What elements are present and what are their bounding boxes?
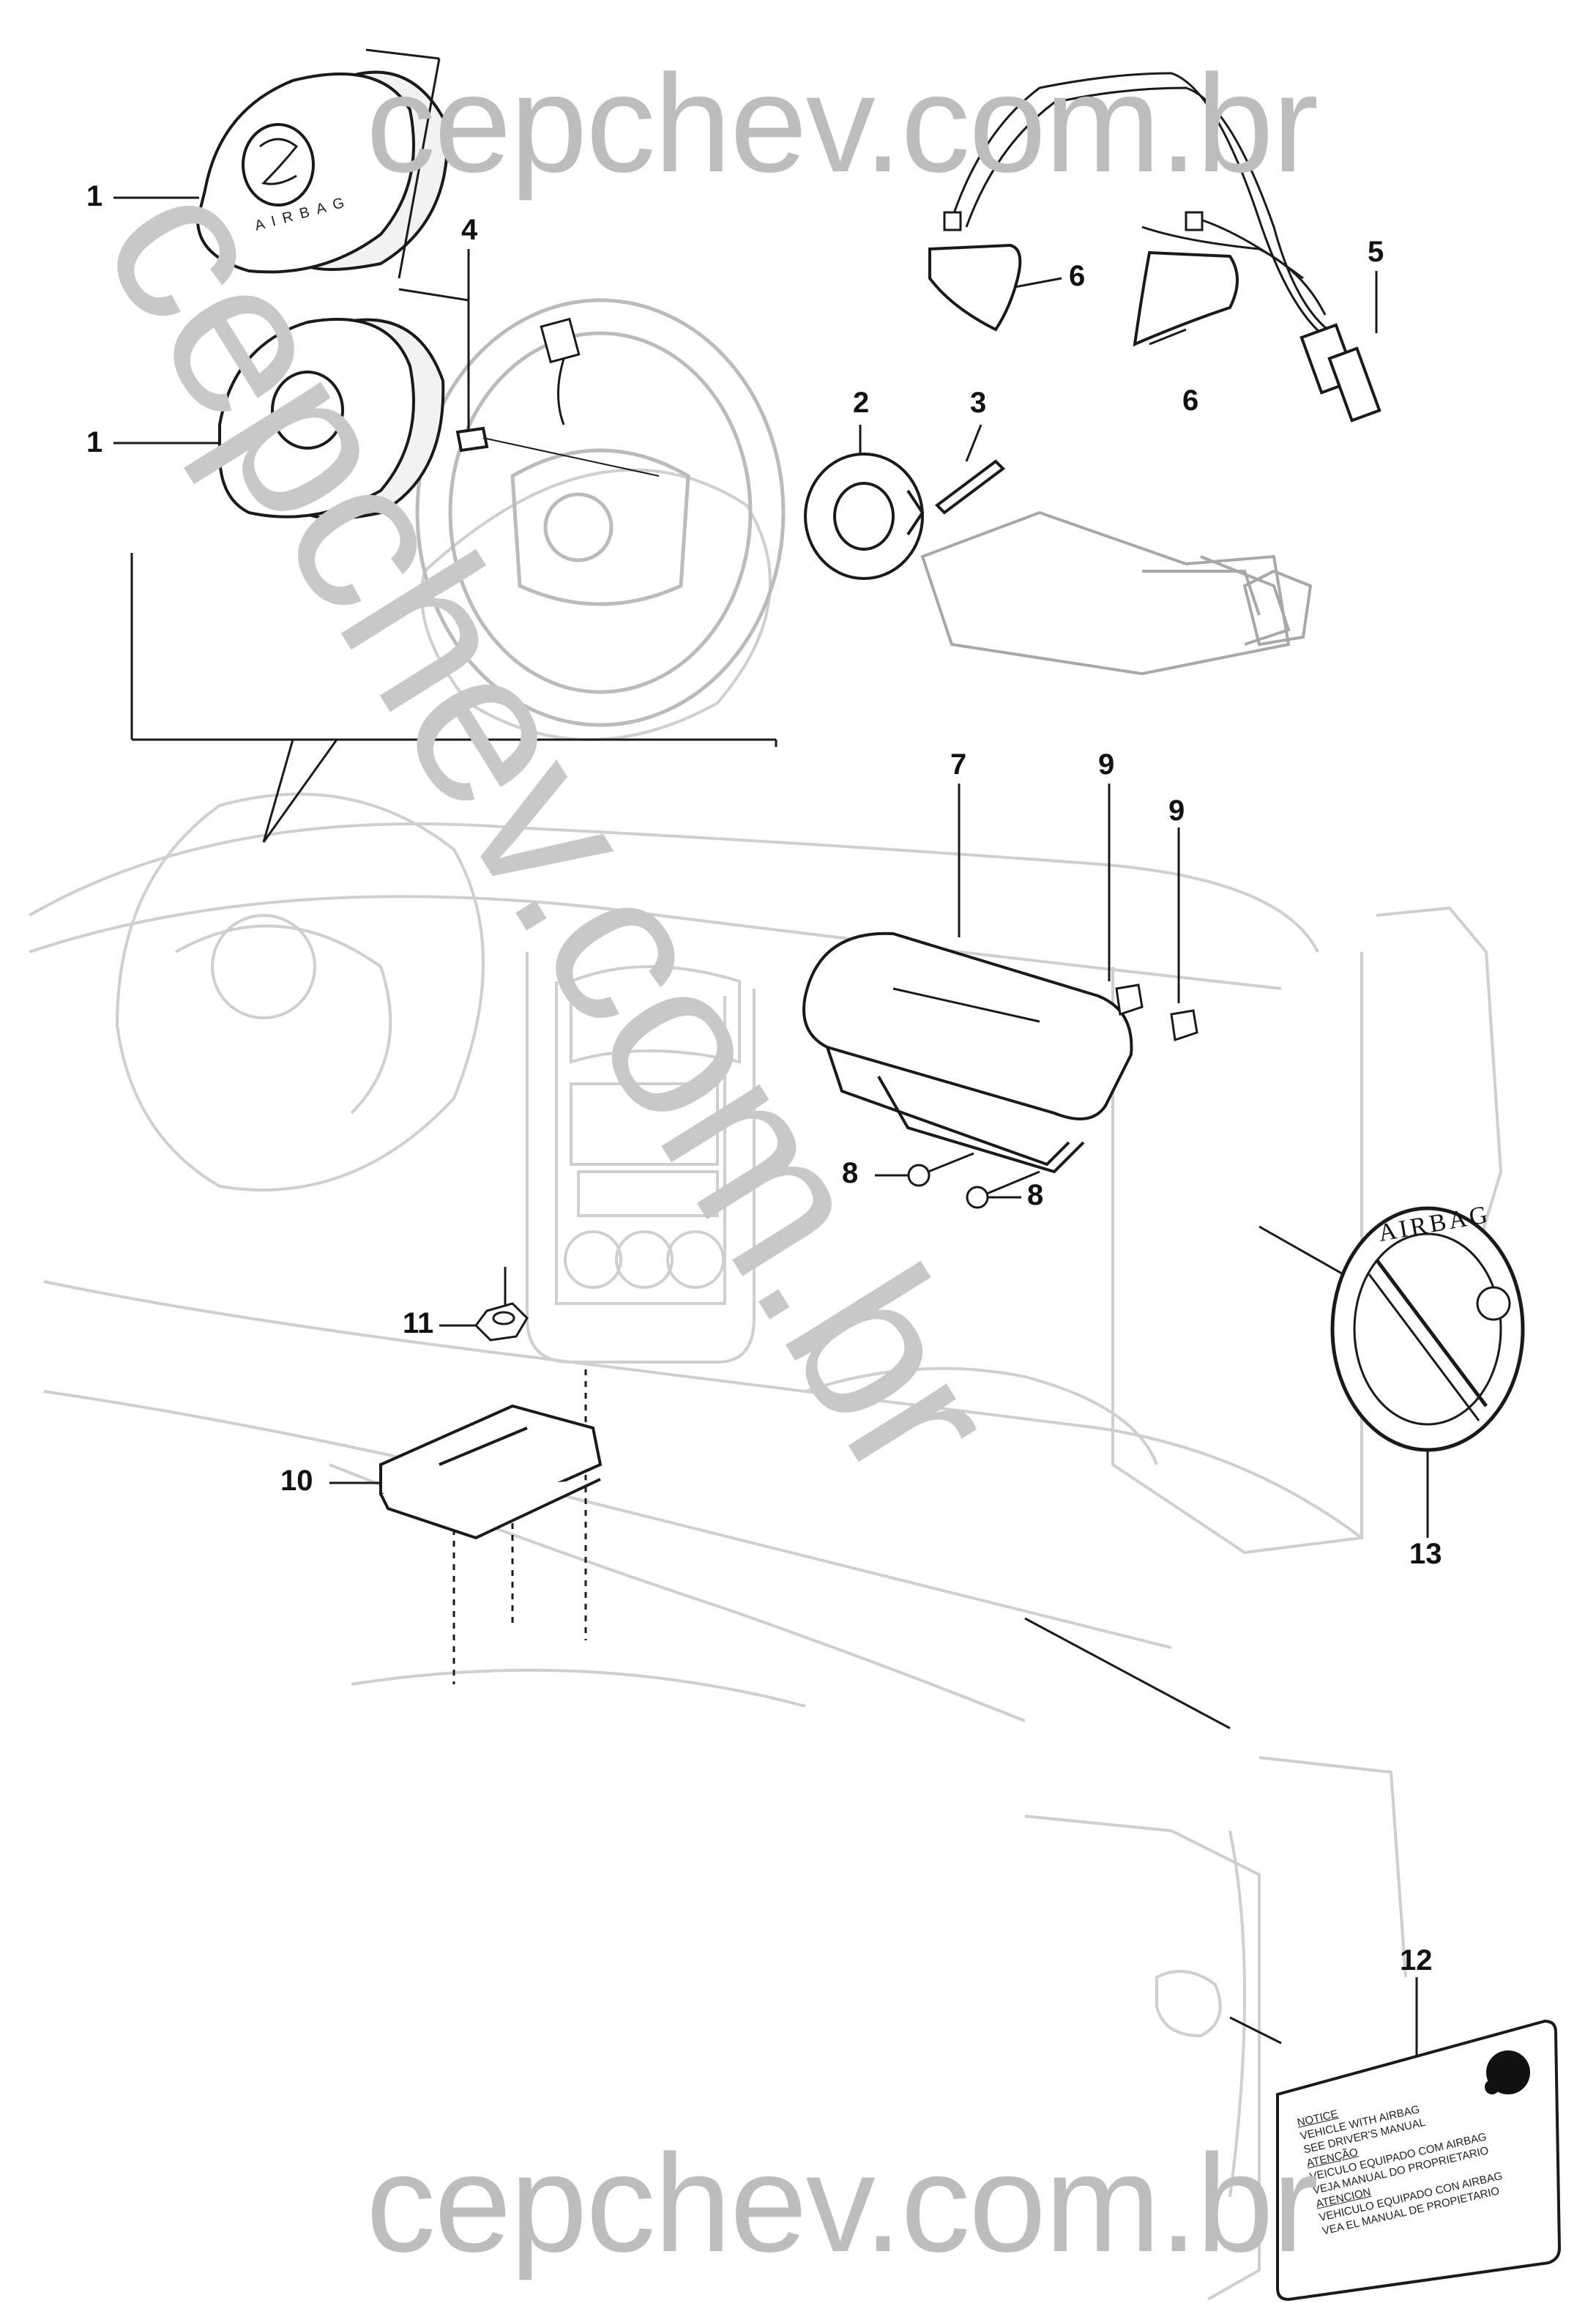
callout-11: 11 xyxy=(403,1307,434,1339)
steering-column-ghost xyxy=(920,510,1313,676)
callout-3: 3 xyxy=(970,387,987,419)
callout-8-left: 8 xyxy=(842,1157,859,1189)
callout-13: 13 xyxy=(1409,1538,1442,1570)
callout-2: 2 xyxy=(853,387,870,419)
callout-1-upper: 1 xyxy=(86,180,103,212)
driver-airbag-cover-lower xyxy=(218,318,445,520)
clock-spring-part-2 xyxy=(804,453,925,580)
bolt-part-4 xyxy=(455,426,660,477)
horn-button-part-6 xyxy=(928,243,1239,347)
callout-12: 12 xyxy=(1400,1944,1433,1976)
steering-wheel-ghost xyxy=(415,298,786,727)
nut-part-11 xyxy=(474,1302,529,1342)
warning-label-part-12 xyxy=(1276,2019,1562,2302)
screw-part-8 xyxy=(907,1152,1040,1209)
callout-10: 10 xyxy=(280,1465,313,1497)
watermark-bottom: cepchev.com.br xyxy=(366,2126,1319,2281)
nut-part-9 xyxy=(1115,983,1198,1041)
callout-9-left: 9 xyxy=(1098,748,1115,781)
callout-8-right: 8 xyxy=(1027,1179,1044,1211)
callout-4: 4 xyxy=(461,214,478,246)
callout-6-lower: 6 xyxy=(1182,384,1199,417)
wiring-harness-part-5 xyxy=(943,72,1381,423)
watermark-top: cepchev.com.br xyxy=(366,46,1319,201)
callout-6-upper: 6 xyxy=(1069,260,1086,292)
airbag-module-part-10 xyxy=(379,1404,603,1540)
callout-9-right: 9 xyxy=(1168,795,1185,827)
pin-part-3 xyxy=(934,459,1006,515)
callout-7: 7 xyxy=(950,748,967,781)
callout-5: 5 xyxy=(1368,236,1384,268)
connector-pigtail xyxy=(540,317,581,425)
airbag-seal-part-13 xyxy=(1330,1206,1525,1452)
callout-1-lower: 1 xyxy=(86,426,103,458)
passenger-airbag-part-7 xyxy=(802,931,1133,1174)
